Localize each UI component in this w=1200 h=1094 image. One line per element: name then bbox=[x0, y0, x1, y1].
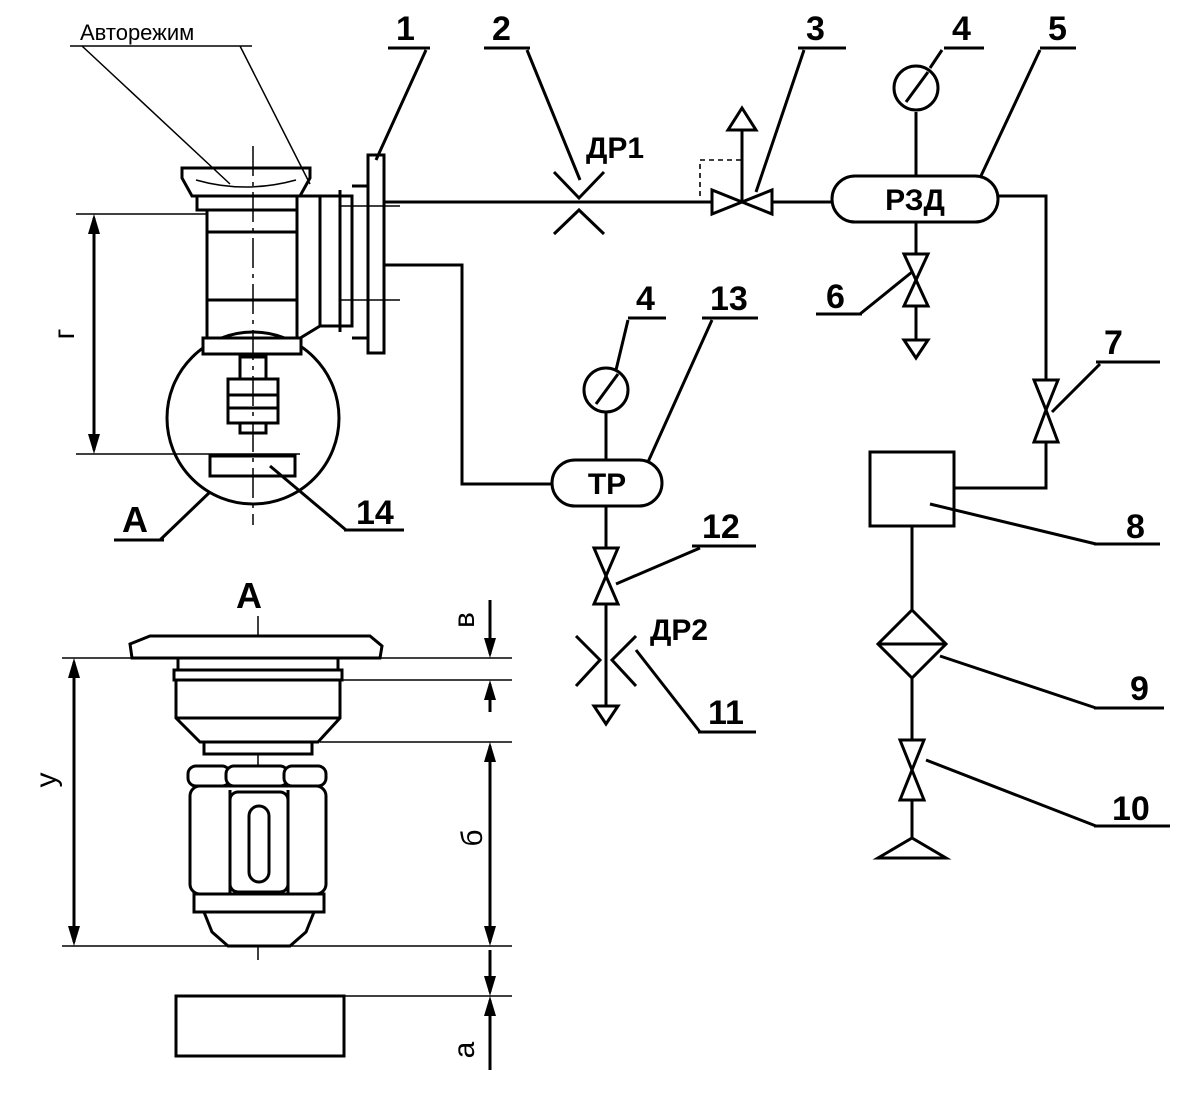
dimension-v-label: в bbox=[448, 612, 481, 628]
label-8: 8 bbox=[1126, 508, 1145, 546]
section-mark-a: А bbox=[114, 490, 212, 542]
main-pipeline bbox=[384, 194, 1048, 490]
leader-2: 2 bbox=[484, 10, 582, 181]
dimension-b-label: б bbox=[456, 829, 489, 846]
label-4-lower: 4 bbox=[636, 280, 655, 318]
leader-14: 14 bbox=[269, 464, 404, 532]
throttle-dr1: ДР1 bbox=[552, 132, 644, 236]
valve-10: 10 bbox=[872, 738, 1170, 860]
tr-unit: ТР 4 13 12 ДР2 11 bbox=[550, 280, 758, 734]
target-block bbox=[174, 994, 346, 1058]
label-14: 14 bbox=[356, 494, 394, 532]
label-4-top: 4 bbox=[952, 10, 971, 48]
auto-mode-callout: Авторежим bbox=[70, 20, 311, 185]
rzd-unit: РЗД 4 5 6 bbox=[816, 10, 1076, 361]
label-6: 6 bbox=[826, 278, 845, 316]
valve-body bbox=[165, 146, 400, 525]
filter-9: 9 bbox=[875, 607, 1164, 740]
label-13: 13 bbox=[710, 280, 748, 318]
dimension-g-label: г bbox=[48, 328, 81, 339]
auto-mode-label: Авторежим bbox=[80, 20, 194, 45]
flange bbox=[366, 153, 386, 355]
unit-8: 8 bbox=[868, 450, 1160, 610]
view-a-dimensions: в у б а bbox=[30, 600, 512, 1070]
rzd-label: РЗД bbox=[885, 184, 945, 217]
dr1-label: ДР1 bbox=[586, 132, 644, 165]
dimension-u-label: у bbox=[30, 773, 63, 788]
label-3: 3 bbox=[806, 10, 825, 48]
label-12: 12 bbox=[702, 508, 740, 546]
three-way-valve-3: 3 bbox=[699, 10, 846, 217]
section-mark-a-label: А bbox=[122, 499, 148, 540]
label-7: 7 bbox=[1104, 324, 1123, 362]
valve-7: 7 bbox=[1031, 324, 1160, 444]
dimension-a-label: а bbox=[448, 1041, 481, 1058]
label-1: 1 bbox=[396, 10, 415, 48]
dr2-label: ДР2 bbox=[650, 614, 708, 647]
leader-1: 1 bbox=[374, 10, 430, 161]
view-a: А bbox=[128, 575, 384, 1058]
label-10: 10 bbox=[1112, 790, 1150, 828]
tr-label: ТР bbox=[588, 468, 626, 501]
label-9: 9 bbox=[1130, 670, 1149, 708]
view-a-title: А bbox=[236, 575, 262, 616]
dimension-g: г bbox=[48, 213, 300, 455]
label-11: 11 bbox=[708, 694, 744, 732]
label-5: 5 bbox=[1048, 10, 1067, 48]
label-2: 2 bbox=[492, 10, 511, 48]
